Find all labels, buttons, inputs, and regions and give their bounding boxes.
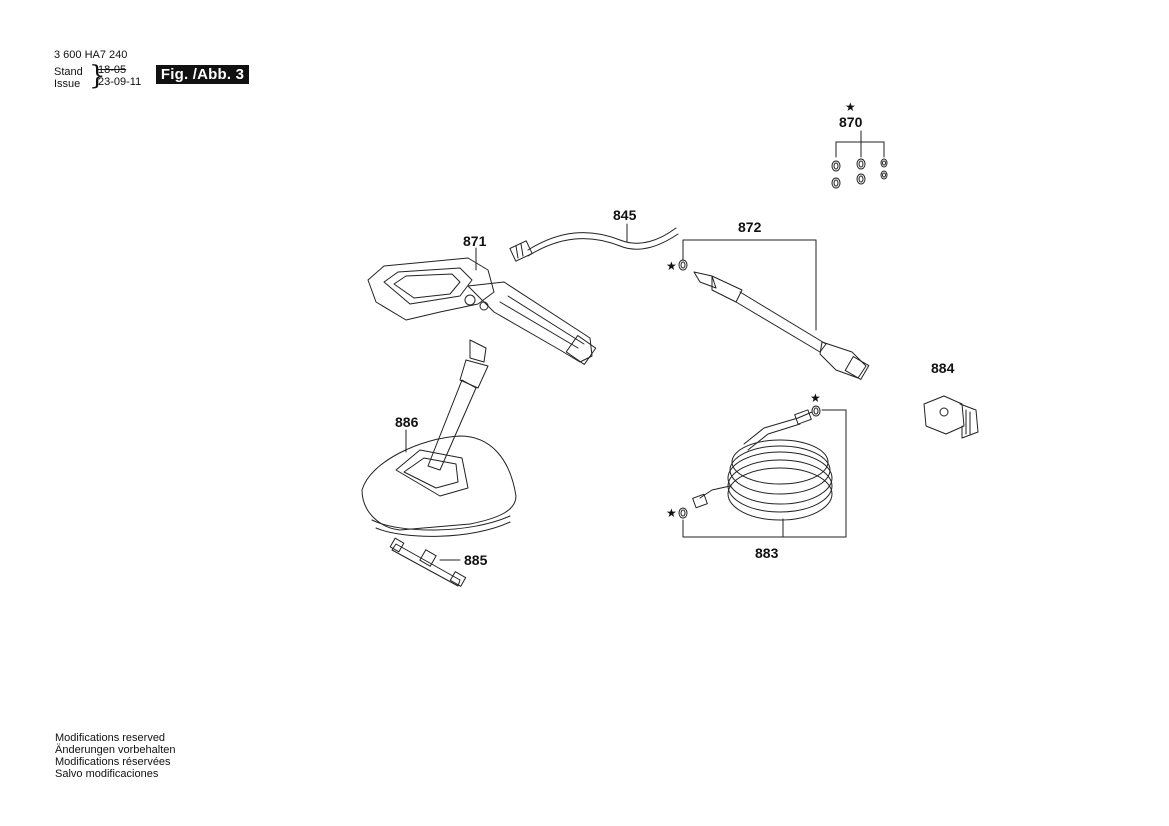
part-number-870: 870	[839, 114, 863, 130]
part-number-872: 872	[738, 219, 762, 235]
document-number: 3 600 HA7 240	[54, 49, 128, 61]
part-number-871: 871	[463, 233, 487, 249]
issue-date: 23-09-11	[98, 76, 142, 88]
footer-note-es: Salvo modificaciones	[55, 768, 159, 780]
part-number-886: 886	[395, 414, 419, 430]
footer-note-en: Modifications reserved	[55, 732, 166, 744]
part-871-trigger-gun[interactable]	[367, 247, 597, 366]
part-885-rotor-arm[interactable]	[389, 537, 467, 587]
issue-label: Issue	[54, 78, 81, 90]
star-mark-872: ★	[666, 259, 677, 273]
part-883-high-pressure-hose[interactable]	[678, 405, 847, 538]
old-date-text: 18-05	[98, 64, 127, 76]
figure-badge: Fig. /Abb. 3	[156, 65, 249, 84]
brace-symbol: }	[89, 61, 106, 91]
old-date: 18-05	[98, 64, 126, 77]
part-number-883: 883	[755, 545, 779, 561]
stand-label: Stand	[54, 66, 83, 78]
part-number-845: 845	[613, 207, 637, 223]
part-872-spray-lance[interactable]	[678, 239, 870, 380]
part-number-885: 885	[464, 552, 488, 568]
footer-note-de: Änderungen vorbehalten	[55, 744, 176, 756]
part-884-quick-coupler[interactable]	[923, 395, 979, 439]
part-886-surface-cleaner[interactable]	[361, 339, 517, 537]
part-845-hose[interactable]	[509, 223, 679, 262]
footer-note-fr: Modifications réservées	[55, 756, 171, 768]
part-870-oring-set[interactable]	[831, 130, 888, 189]
star-mark-870: ★	[845, 100, 856, 114]
part-number-884: 884	[931, 360, 955, 376]
star-mark-883-bottom: ★	[666, 506, 677, 520]
star-mark-883-top: ★	[810, 391, 821, 405]
